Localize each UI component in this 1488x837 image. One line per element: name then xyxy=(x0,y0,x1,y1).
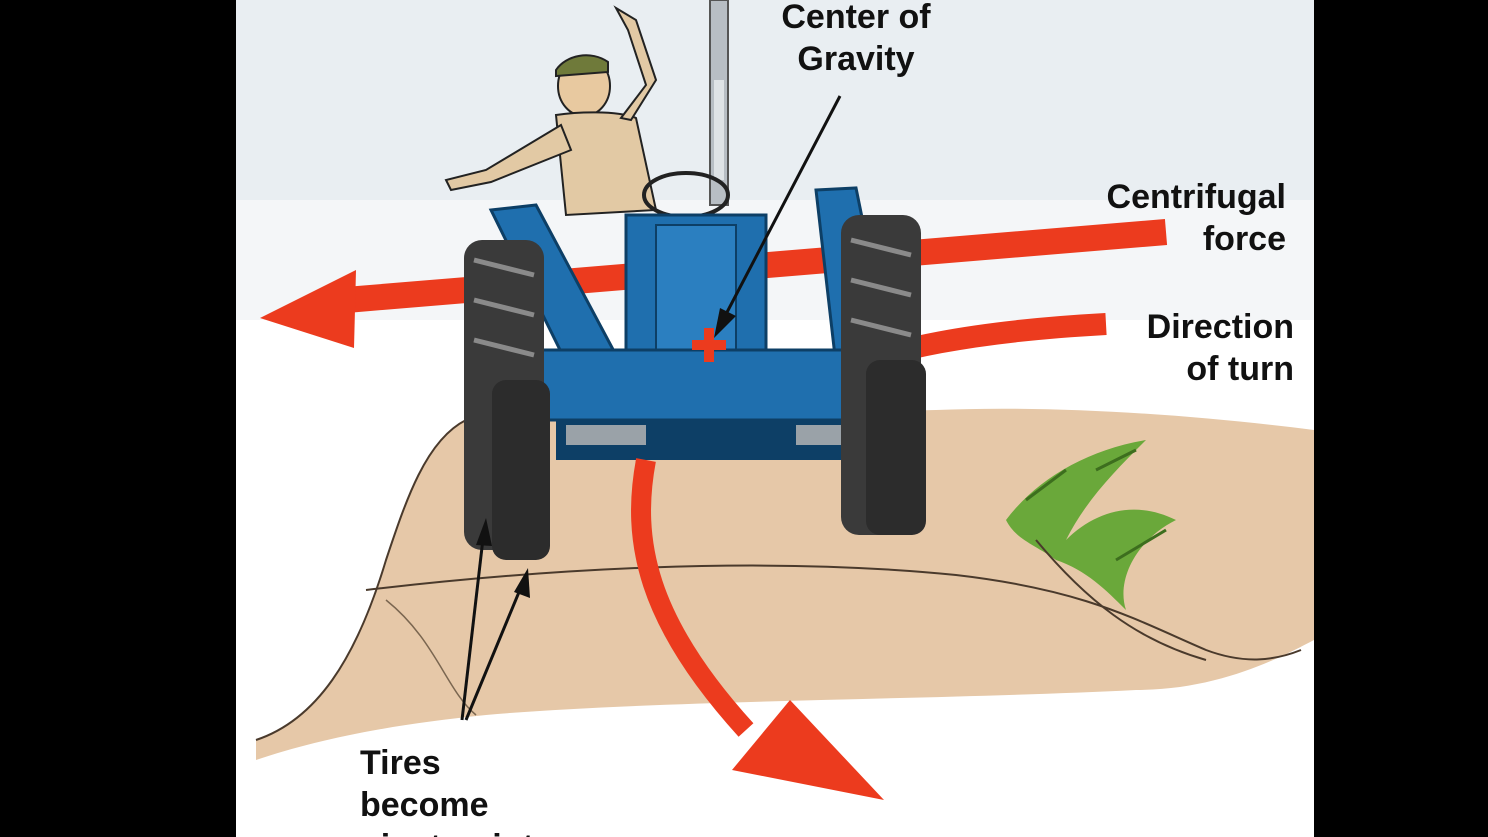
center-of-gravity-pointer-arrow-icon xyxy=(714,95,842,338)
direction-of-turn-arrow-icon xyxy=(631,458,884,800)
centrifugal-force-label-line2: force xyxy=(1202,220,1286,258)
centrifugal-force-label: Centrifugal force xyxy=(1107,176,1286,260)
centrifugal-force-label-line1: Centrifugal xyxy=(1106,178,1286,216)
center-of-gravity-label-line1: Center of xyxy=(781,0,931,36)
direction-of-turn-label: Direction of turn xyxy=(1147,306,1294,390)
tractor-rollover-illustration xyxy=(236,0,1314,800)
diagram-canvas: Center of Gravity Centrifugal force Dire… xyxy=(236,0,1314,837)
direction-of-turn-label-line2: of turn xyxy=(1186,350,1294,388)
tractor-icon xyxy=(464,186,926,560)
center-of-gravity-label-line2: Gravity xyxy=(797,40,915,78)
tires-pivot-label-line1: Tires xyxy=(360,744,441,782)
center-of-gravity-label: Center of Gravity xyxy=(764,0,948,80)
center-of-gravity-cross-icon xyxy=(692,328,726,362)
tires-pivot-label-line3: pivot points xyxy=(360,826,553,837)
shrub-icon xyxy=(1006,440,1207,661)
direction-of-turn-label-line1: Direction xyxy=(1146,308,1294,346)
tires-pivot-label-line2: become xyxy=(360,786,489,824)
operator-icon xyxy=(444,5,658,217)
tires-pointer-arrows-icon xyxy=(460,518,530,721)
tires-pivot-label: Tires become pivot points xyxy=(360,742,553,837)
ground-ridge-line xyxy=(365,564,1302,661)
